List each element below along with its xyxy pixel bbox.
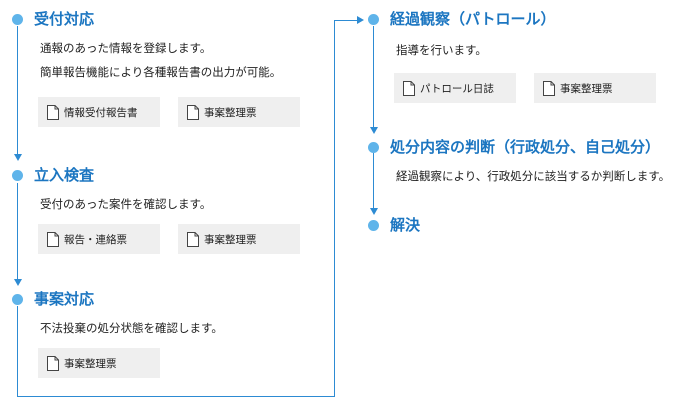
connector-line — [17, 306, 18, 397]
step-description: 指導を行います。 — [396, 43, 487, 57]
document-icon — [187, 104, 199, 120]
step-description: 不法投棄の処分状態を確認します。 — [40, 321, 223, 335]
document-icon — [543, 80, 555, 96]
connector-line — [17, 183, 18, 281]
document-label: 情報受付報告書 — [64, 106, 138, 119]
step-title: 処分内容の判断（行政処分、自己処分） — [390, 138, 661, 156]
step-title: 経過観察（パトロール） — [390, 10, 556, 28]
connector-line — [17, 26, 18, 156]
document-icon — [47, 104, 59, 120]
step-marker — [12, 294, 23, 305]
arrow-down-icon — [14, 154, 22, 161]
connector-line — [17, 396, 335, 397]
document-label: 事案整理票 — [204, 106, 257, 119]
connector-line — [334, 20, 335, 397]
document-label: 報告・連絡票 — [64, 233, 127, 246]
document-label: パトロール日誌 — [420, 82, 494, 95]
document-item[interactable]: 事案整理票 — [178, 224, 300, 254]
document-icon — [47, 355, 59, 371]
document-item[interactable]: 事案整理票 — [534, 73, 656, 103]
connector-line — [373, 26, 374, 128]
step-marker — [368, 142, 379, 153]
document-icon — [47, 231, 59, 247]
document-icon — [187, 231, 199, 247]
document-label: 事案整理票 — [204, 233, 257, 246]
document-item[interactable]: 報告・連絡票 — [38, 224, 160, 254]
step-description: 通報のあった情報を登録します。 — [40, 41, 212, 55]
arrow-down-icon — [14, 279, 22, 286]
document-label: 事案整理票 — [560, 82, 613, 95]
document-item[interactable]: 事案整理票 — [178, 97, 300, 127]
step-description: 受付のあった案件を確認します。 — [40, 197, 212, 211]
arrow-down-icon — [370, 208, 378, 215]
arrow-right-icon — [357, 16, 364, 24]
step-description: 簡単報告機能により各種報告書の出力が可能。 — [40, 65, 282, 79]
step-marker — [12, 14, 23, 25]
arrow-down-icon — [370, 127, 378, 134]
step-marker — [368, 220, 379, 231]
step-title: 受付対応 — [34, 10, 95, 28]
document-item[interactable]: パトロール日誌 — [394, 73, 516, 103]
document-icon — [403, 80, 415, 96]
step-title: 解決 — [390, 216, 421, 234]
document-item[interactable]: 情報受付報告書 — [38, 97, 160, 127]
step-title: 事案対応 — [34, 290, 95, 308]
step-marker — [368, 14, 379, 25]
document-label: 事案整理票 — [64, 357, 117, 370]
step-marker — [12, 170, 23, 181]
step-title: 立入検査 — [34, 166, 95, 184]
document-item[interactable]: 事案整理票 — [38, 348, 160, 378]
step-description: 経過観察により、行政処分に該当するか判断します。 — [396, 169, 671, 183]
connector-line — [334, 20, 358, 21]
connector-line — [373, 153, 374, 209]
